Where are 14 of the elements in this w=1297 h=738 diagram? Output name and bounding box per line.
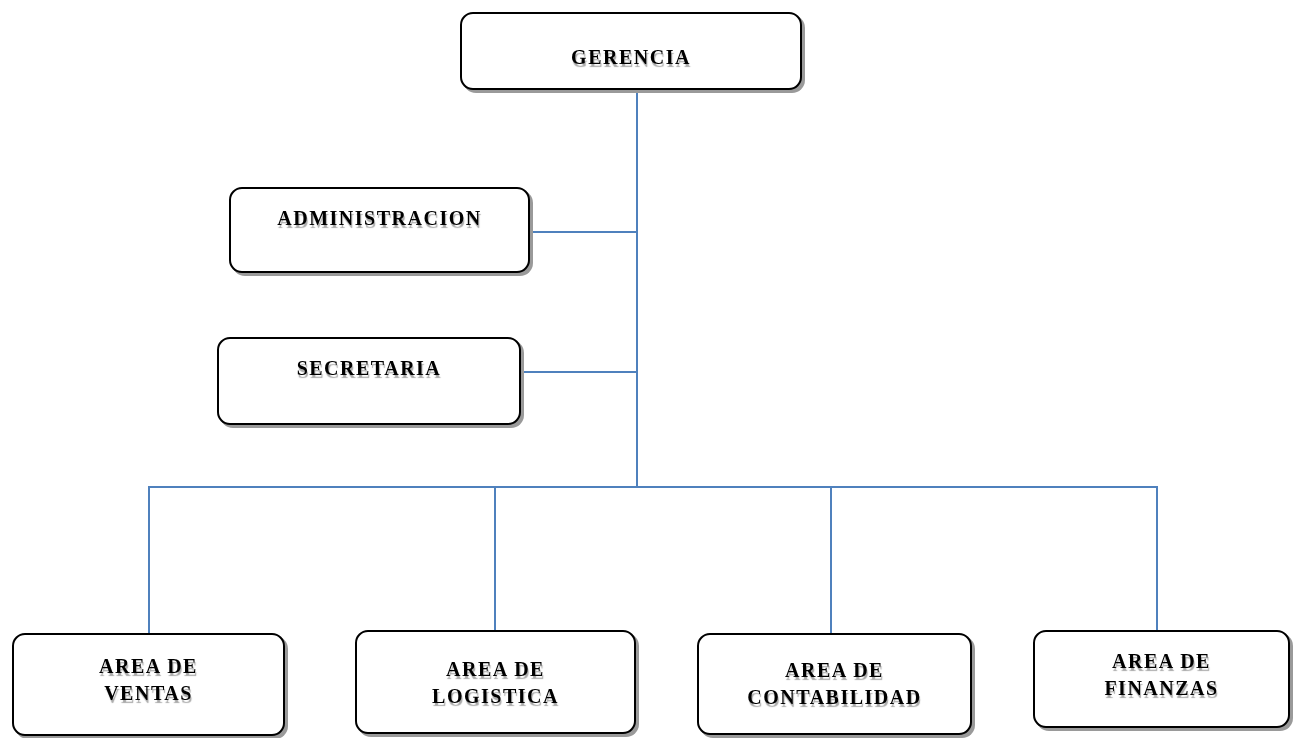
box-label: SECRETARIA — [296, 356, 442, 381]
top-box — [460, 12, 802, 90]
role-box — [1033, 630, 1290, 728]
role-box — [355, 630, 636, 734]
role-box — [229, 187, 530, 273]
box-label: AREA DE LOGISTICA — [431, 657, 560, 709]
role-box — [217, 337, 521, 425]
box-label: GERENCIA — [571, 45, 691, 70]
box-label: AREA DE CONTABILIDAD — [746, 658, 923, 710]
box-label: ADMINISTRACION — [277, 206, 482, 231]
box-label: AREA DE VENTAS — [98, 654, 199, 706]
role-box — [697, 633, 972, 735]
box-label: AREA DE FINANZAS — [1103, 649, 1220, 701]
role-box — [12, 633, 285, 736]
